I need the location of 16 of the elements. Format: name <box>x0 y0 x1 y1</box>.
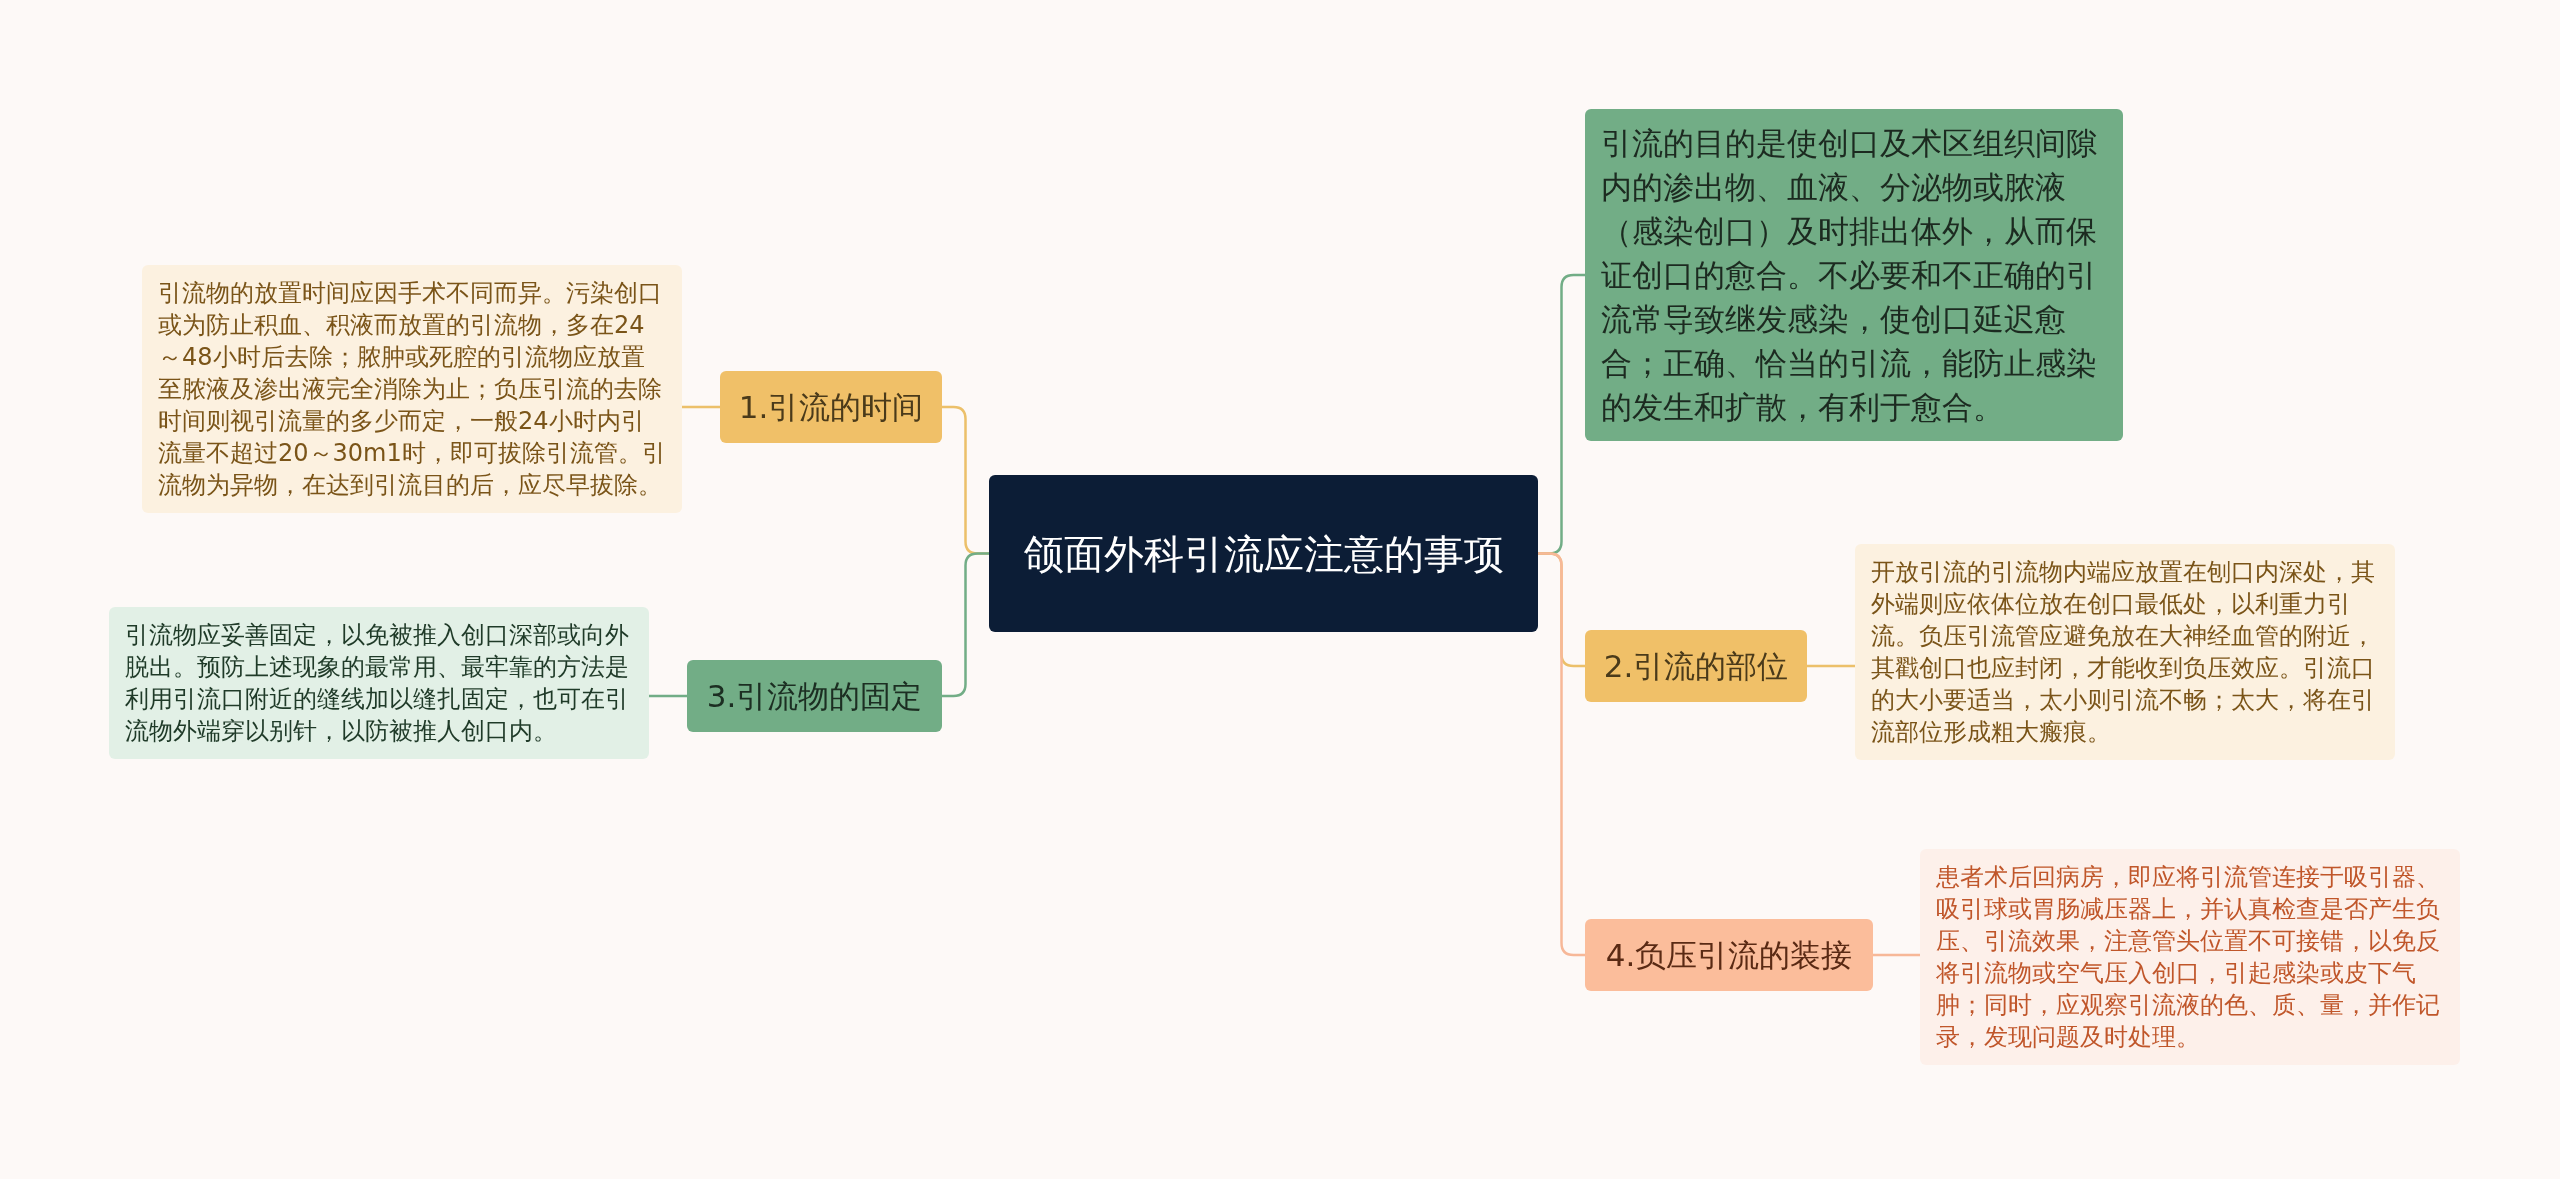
note-card: 患者术后回病房，即应将引流管连接于吸引器、吸引球或胃肠减压器上，并认真检查是否产生负压、引流效果，注意管头位置不可接错，以免反将引流物或空气压入创口，引起感染或皮下气肿；同时，应观察引流液的色、质、量，并作记录，发现问题及时处理。 <box>1920 849 2460 1065</box>
branch-topic: 1.引流的时间 <box>720 371 942 443</box>
topic-card: 引流的目的是使创口及术区组织间隙内的渗出物、血液、分泌物或脓液（感染创口）及时排出体外，从而保证创口的愈合。不必要和不正确的引流常导致继发感染，使创口延迟愈合；正确、恰当的引流，能防止感染的发生和扩散，有利于愈合。 <box>1585 109 2123 441</box>
connector-line <box>942 552 989 698</box>
connector-line <box>1807 664 1855 668</box>
connector-line <box>1873 953 1920 957</box>
branch-topic: 3.引流物的固定 <box>687 660 942 732</box>
connector-line <box>649 694 687 698</box>
note-card: 引流物的放置时间应因手术不同而异。污染创口或为防止积血、积液而放置的引流物，多在24～48小时后去除；脓肿或死腔的引流物应放置至脓液及渗出液完全消除为止；负压引流的去除时间则视引流量的多少而定，一般24小时内引流量不超过20～30m1时，即可拔除引流管。引流物为异物，在达到引流目的后，应尽早拔除。 <box>142 265 682 513</box>
central-topic: 颌面外科引流应注意的事项 <box>989 475 1538 632</box>
branch-topic: 4.负压引流的装接 <box>1585 919 1873 991</box>
connector-line <box>1538 552 1585 957</box>
branch-topic: 2.引流的部位 <box>1585 630 1807 702</box>
note-card: 引流物应妥善固定，以免被推入创口深部或向外脱出。预防上述现象的最常用、最牢靠的方法是利用引流口附近的缝线加以缝扎固定，也可在引流物外端穿以别针，以防被推人创口内。 <box>109 607 649 759</box>
connector-line <box>682 405 720 409</box>
note-card: 开放引流的引流物内端应放置在刨口内深处，其外端则应依体位放在创口最低处，以利重力引流。负压引流管应避免放在大神经血管的附近，其戳创口也应封闭，才能收到负压效应。引流口的大小要适当，太小则引流不畅；太大，将在引流部位形成粗大瘢痕。 <box>1855 544 2395 760</box>
